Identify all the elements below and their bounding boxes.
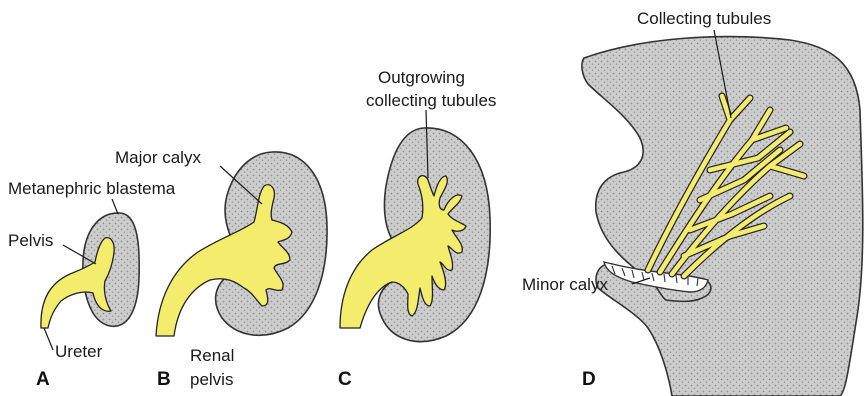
label-renal-pelvis-line2: pelvis xyxy=(190,370,233,389)
panel-letter-d: D xyxy=(582,369,596,390)
panel-a-drawing xyxy=(41,213,139,328)
label-collecting-tubules: Collecting tubules xyxy=(637,9,771,28)
leader-ureter xyxy=(44,328,53,350)
label-renal-pelvis-line1: Renal xyxy=(190,346,234,365)
leader-metanephric-blastema xyxy=(112,199,118,214)
label-outgrowing-line1: Outgrowing xyxy=(378,68,465,87)
panel-c-drawing xyxy=(340,128,490,342)
panel-b-drawing xyxy=(156,152,327,336)
label-pelvis: Pelvis xyxy=(8,231,53,250)
label-major-calyx: Major calyx xyxy=(115,148,201,167)
panel-d-drawing xyxy=(582,37,863,396)
panel-letter-a: A xyxy=(36,369,50,390)
panel-letter-b: B xyxy=(157,369,171,390)
panel-letter-c: C xyxy=(338,369,352,390)
label-ureter: Ureter xyxy=(55,342,103,361)
label-minor-calyx: Minor calyx xyxy=(522,275,608,294)
label-outgrowing-line2: collecting tubules xyxy=(366,91,496,110)
label-metanephric-blastema: Metanephric blastema xyxy=(8,179,176,198)
